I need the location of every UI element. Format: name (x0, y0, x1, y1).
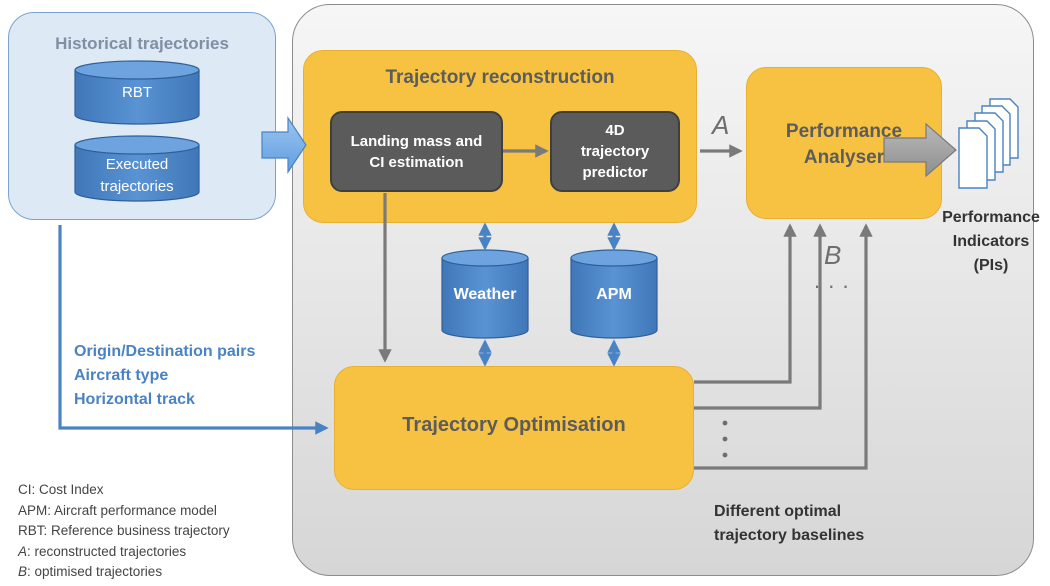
legend-item: APM: Aircraft performance model (18, 502, 217, 518)
rbt-label: RBT (122, 84, 152, 101)
weather-database-icon (441, 249, 529, 339)
weather-label: Weather (453, 286, 517, 303)
output-arrow (883, 122, 957, 178)
legend-item: RBT: Reference business trajectory (18, 523, 230, 538)
baselines-label: Different optimal trajectory baselines (714, 503, 865, 544)
vertical-ellipsis (722, 420, 728, 458)
apm-database-icon (570, 249, 658, 339)
landing-mass-box: Landing mass and CI estimation (330, 111, 503, 192)
legend: CI: Cost Index APM: Aircraft performance… (18, 480, 230, 583)
optimisation-baseline-2 (694, 223, 827, 410)
optimisation-title: Trajectory Optimisation (402, 414, 626, 436)
optimisation-baseline-1 (694, 223, 797, 384)
origin-destination-line (58, 225, 329, 435)
documents-icon (958, 98, 1019, 189)
input-labels: Origin/Destination pairs Aircraft type H… (74, 340, 255, 412)
executed-trajectories-label: Executed trajectories (100, 156, 174, 195)
rbt-database-icon (74, 60, 200, 125)
optimisation-box (334, 366, 694, 490)
legend-item: CI: Cost Index (18, 482, 104, 497)
legend-item: A: reconstructed trajectories (18, 543, 187, 559)
executed-trajectories-database-icon (74, 135, 200, 202)
label-a: A (712, 110, 730, 140)
historical-title: Historical trajectories (55, 34, 229, 53)
trajectory-predictor-box: 4D trajectory predictor (550, 111, 680, 192)
apm-label: APM (596, 286, 632, 303)
legend-item: B: optimised trajectories (18, 564, 163, 579)
performance-indicators-label: Performance Indicators (PIs) (942, 209, 1040, 274)
input-label-od-pairs: Origin/Destination pairs (74, 343, 256, 360)
performance-analyser-title: Performance Analyser (785, 121, 903, 168)
label-b: B (824, 240, 842, 270)
input-label-horizontal-track: Horizontal track (74, 391, 195, 408)
optimisation-baseline-n (694, 223, 873, 470)
horizontal-ellipsis: . . . (814, 268, 850, 293)
reconstruction-title: Trajectory reconstruction (385, 67, 615, 88)
input-label-aircraft-type: Aircraft type (74, 367, 169, 384)
input-arrow (261, 116, 307, 174)
